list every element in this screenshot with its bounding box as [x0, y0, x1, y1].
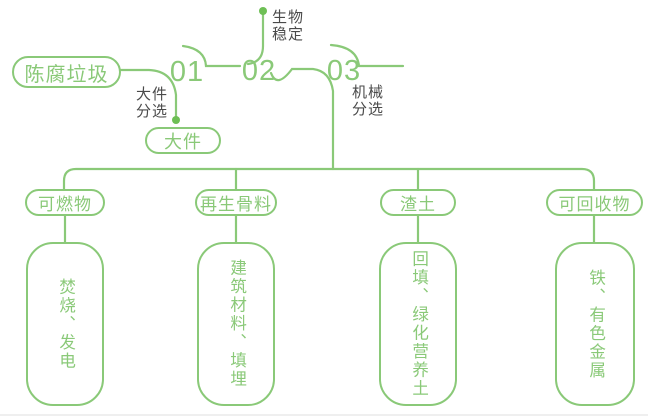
category-pill-recyclables: 可回收物 — [546, 189, 643, 216]
source-pill: 陈腐垃圾 — [12, 56, 121, 88]
category-pill-recycled-aggregate: 再生骨料 — [195, 189, 277, 216]
output-box-text: 建筑材料、填埋 — [227, 259, 246, 389]
branch-dot-bio — [259, 7, 267, 15]
step-label-bulky-sorting: 大件 分选 — [136, 86, 169, 120]
branch-dot-large-item — [172, 116, 180, 124]
step-number-03: 03 — [326, 55, 362, 87]
category-pill-slag-soil: 渣土 — [380, 189, 456, 216]
output-box-text: 焚烧、发电 — [56, 277, 75, 371]
step-label-bio-stabilization: 生物 稳定 — [272, 9, 305, 43]
step-label-mechanical-sorting: 机械 分选 — [352, 84, 385, 118]
step-number-02: 02 — [241, 55, 277, 87]
output-box-text: 铁、有色金属 — [586, 268, 605, 380]
bottom-edge-line — [0, 414, 648, 416]
large-item-node: 大件 — [145, 127, 221, 154]
category-pill-combustibles: 可燃物 — [25, 189, 105, 216]
flow-branch-bio-stabilization — [246, 13, 265, 66]
output-box-backfill-soil: 回填、绿化营养土 — [379, 242, 457, 406]
output-box-metals: 铁、有色金属 — [555, 242, 635, 406]
output-box-incineration: 焚烧、发电 — [26, 242, 104, 406]
flow-arc-over-01 — [181, 44, 242, 68]
output-box-construction-material: 建筑材料、填埋 — [197, 242, 275, 406]
flow-curve-source-to-large-item — [119, 68, 178, 118]
flow-curve-02-to-rail — [269, 67, 335, 171]
output-box-text: 回填、绿化营养土 — [409, 250, 428, 398]
distribution-rail — [62, 167, 596, 191]
flow-arc-over-03 — [329, 43, 405, 68]
step-number-01: 01 — [169, 56, 205, 88]
